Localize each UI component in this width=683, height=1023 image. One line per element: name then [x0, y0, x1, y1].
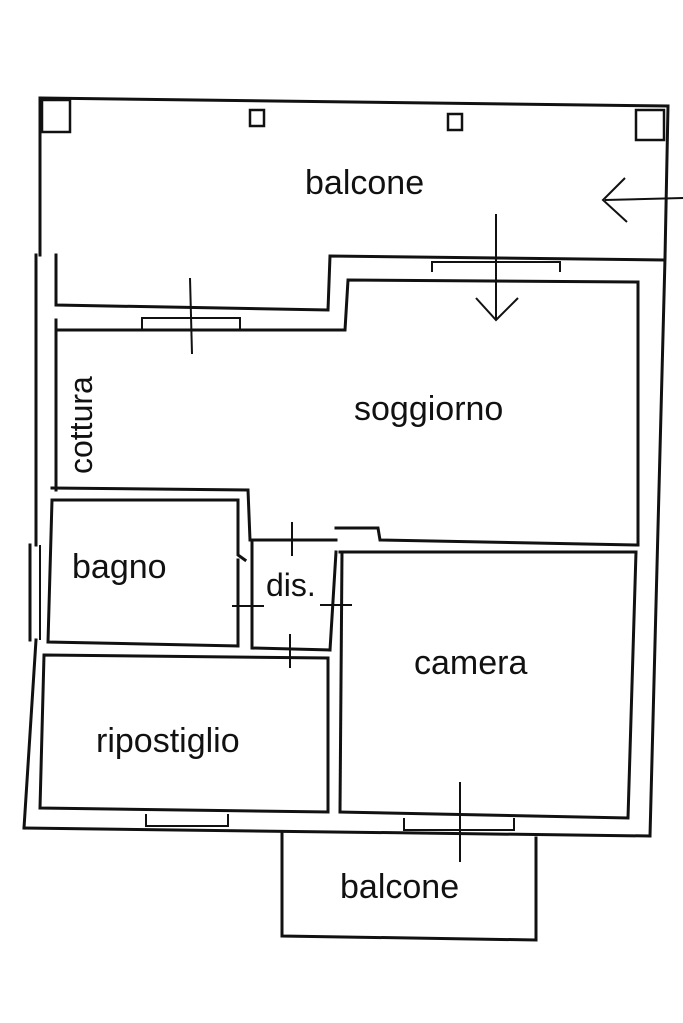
room-label-bagno: bagno	[72, 548, 167, 586]
window-icon	[145, 814, 229, 827]
pillar-icon	[248, 108, 266, 128]
bottom-openings	[145, 782, 515, 862]
pillar-icon	[634, 108, 666, 142]
top-inner-walls	[54, 253, 665, 492]
pillar-icon	[446, 112, 464, 132]
room-label-balcone-bottom: balcone	[340, 868, 459, 906]
room-label-camera: camera	[414, 644, 527, 682]
bagno-walls	[39, 498, 240, 648]
room-label-cottura: cottura	[63, 376, 99, 474]
balcony-pillars	[40, 98, 666, 142]
door-arrow-icon	[475, 214, 519, 322]
outer-walls	[22, 96, 670, 838]
room-label-ripostiglio: ripostiglio	[96, 722, 240, 760]
ripostiglio-walls	[38, 653, 330, 814]
bottom-balcony-walls	[280, 832, 538, 942]
room-label-soggiorno: soggiorno	[354, 390, 503, 428]
pillar-icon	[40, 98, 72, 134]
room-label-dis: dis.	[266, 567, 316, 603]
room-label-balcone-top: balcone	[305, 164, 424, 202]
entrance-arrow-icon	[601, 177, 683, 223]
dis-walls	[232, 522, 352, 668]
camera-walls	[338, 550, 638, 820]
